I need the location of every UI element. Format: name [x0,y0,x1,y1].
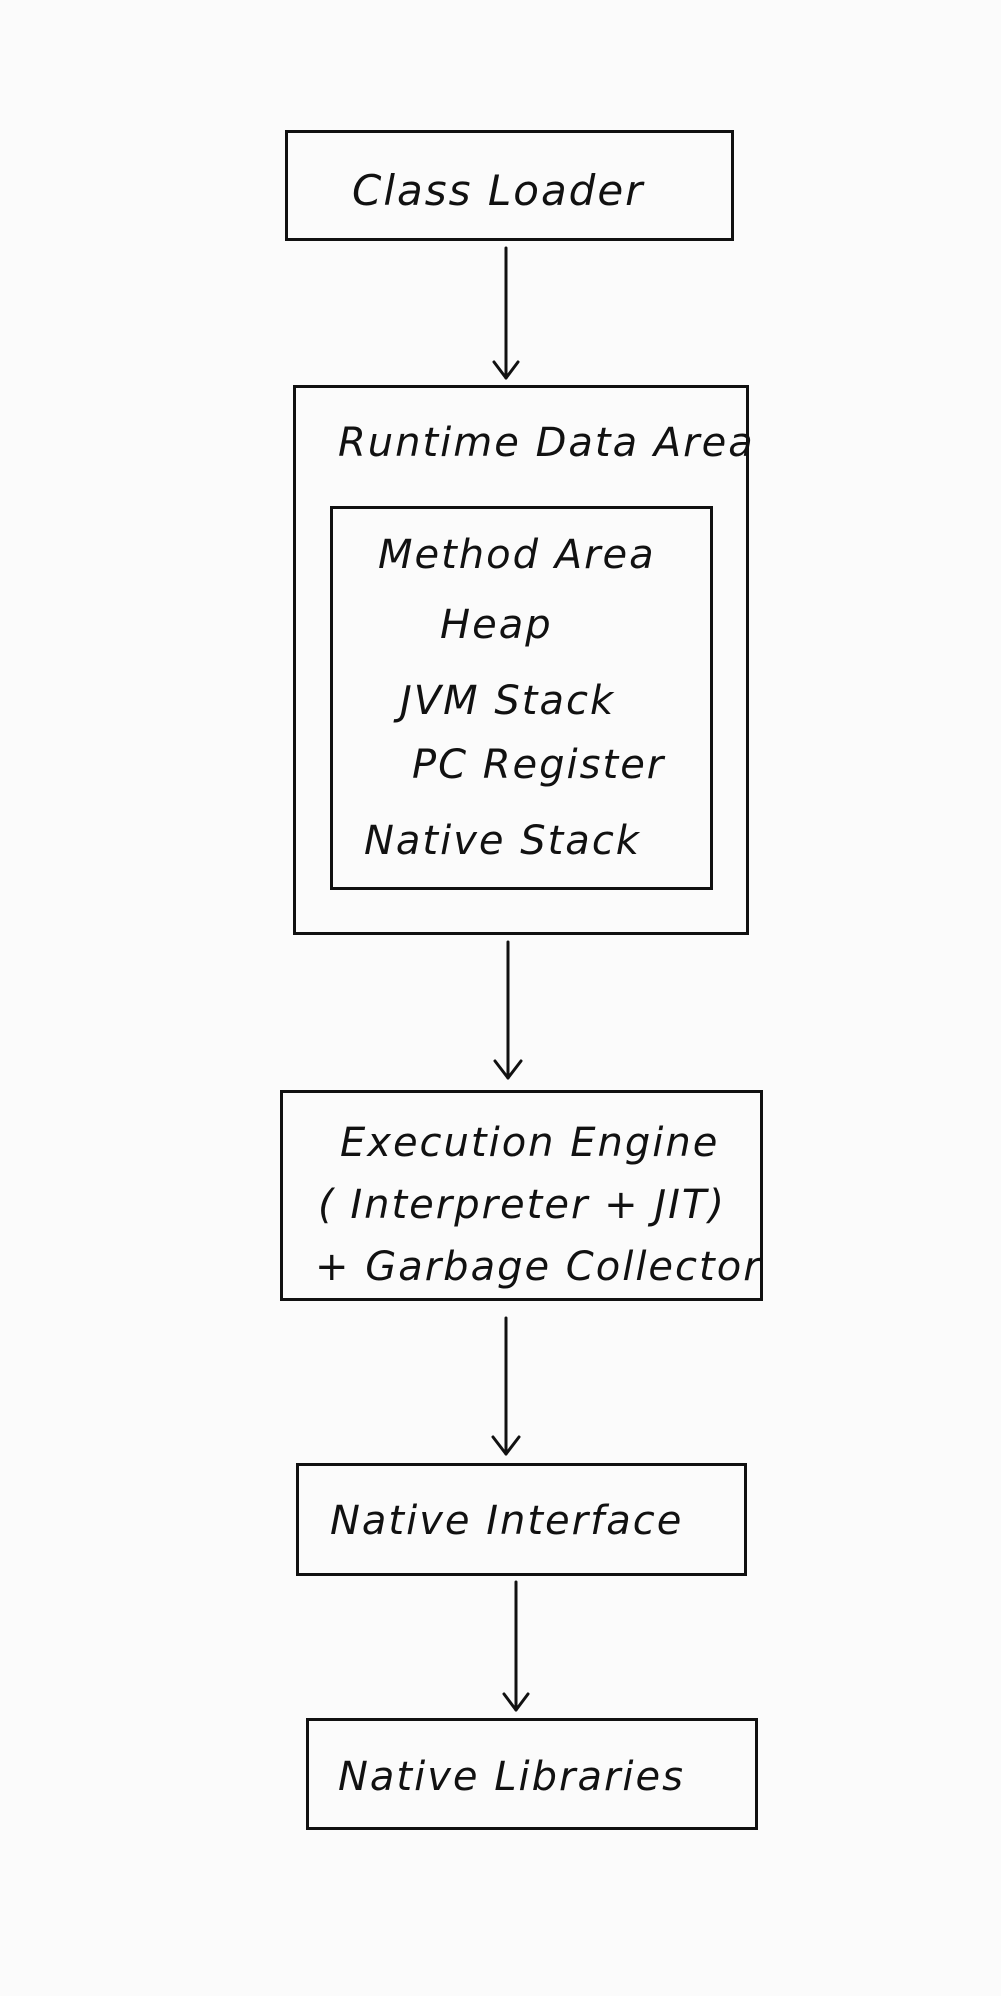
native-interface-label: Native Interface [330,1498,684,1544]
arrow-native-interface-to-libraries [502,1580,530,1712]
native-stack-label: Native Stack [364,818,641,864]
arrow-classloader-to-runtime [492,246,520,380]
memory-areas-box [330,506,713,890]
arrow-runtime-to-execution [493,940,523,1080]
native-libraries-label: Native Libraries [338,1754,685,1800]
pc-register-label: PC Register [412,742,666,788]
interpreter-jit-label: ( Interpreter + JIT) [318,1182,726,1228]
class-loader-box [285,130,734,241]
jvm-stack-label: JVM Stack [400,678,616,724]
method-area-label: Method Area [378,532,656,578]
arrow-execution-to-native-interface [491,1316,521,1456]
runtime-data-area-box [293,385,749,935]
runtime-data-area-label: Runtime Data Area [338,420,755,466]
execution-engine-label: Execution Engine [340,1120,720,1166]
execution-engine-box [280,1090,763,1301]
class-loader-label: Class Loader [352,166,645,215]
garbage-collector-label: + Garbage Collector [315,1244,762,1290]
heap-label: Heap [440,602,553,648]
native-interface-box [296,1463,747,1576]
native-libraries-box [306,1718,758,1830]
